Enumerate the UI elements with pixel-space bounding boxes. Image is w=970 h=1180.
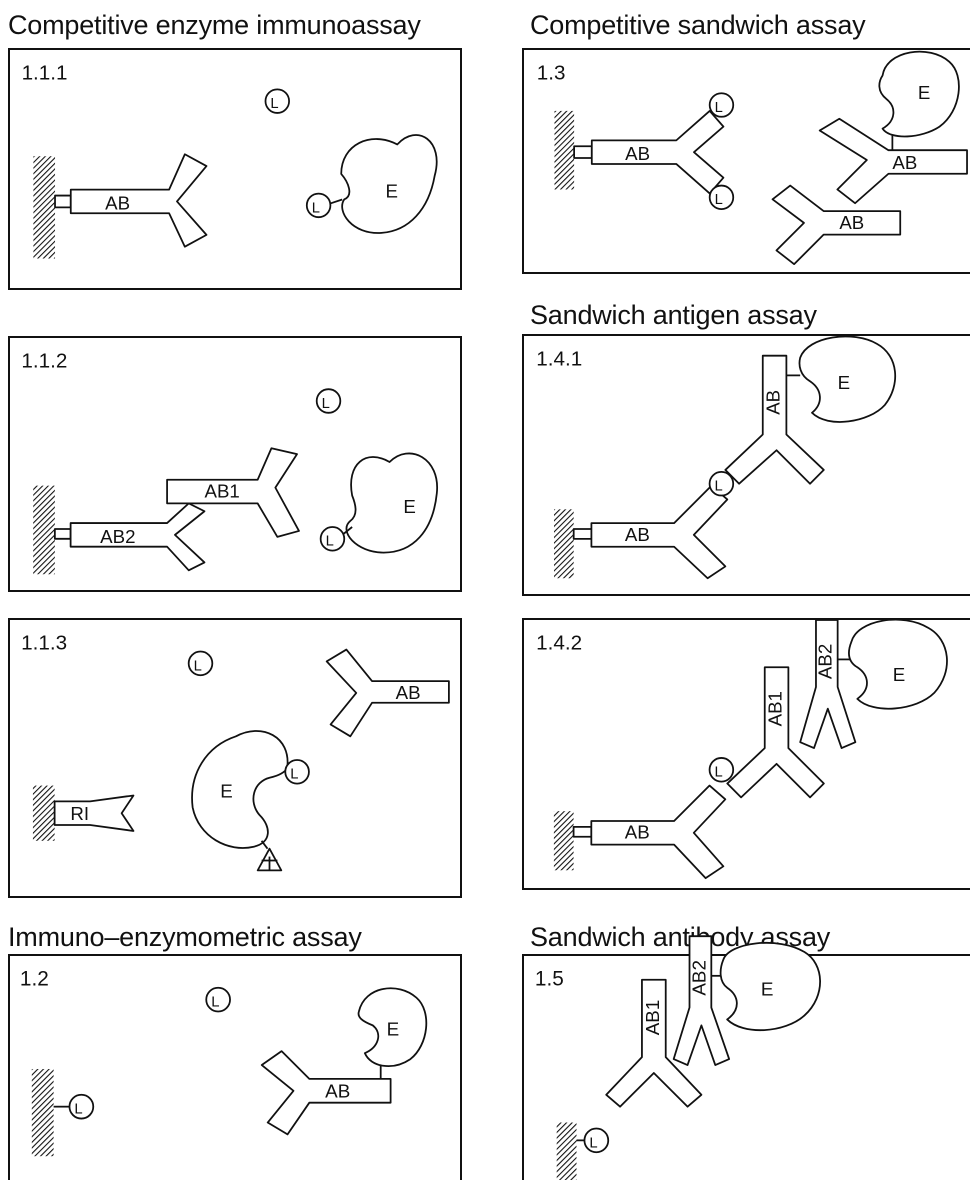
- section-title-sandwich-antigen-assay: Sandwich antigen assay: [530, 300, 817, 331]
- panel-number: 1.1.2: [21, 350, 67, 373]
- enzyme-labelled-antibody-2-icon: AB2 E: [800, 620, 947, 748]
- enzyme-ligand-conjugate-icon: E L: [321, 453, 437, 552]
- receptor-ri-icon: RI: [55, 795, 134, 830]
- enzyme-labelled-antibody-2-icon: AB2 E: [674, 936, 820, 1065]
- antibody-label: AB: [325, 1081, 350, 1102]
- enzyme-labelled-antibody-icon: AB E: [262, 988, 427, 1134]
- solid-phase-icon: [554, 811, 574, 870]
- free-ligand-icon: L: [189, 652, 213, 676]
- capture-antibody-icon: AB: [591, 786, 725, 879]
- ligand-label: L: [211, 995, 219, 1011]
- enzyme-label: E: [220, 780, 233, 801]
- panel-1-4-2: 1.4.2 AB L AB1 AB2 E: [522, 618, 970, 890]
- solid-phase-icon: [557, 1123, 577, 1180]
- ligand-label: L: [715, 479, 723, 495]
- antibody-label: AB: [396, 682, 421, 703]
- panel-1-1-1: 1.1.1 AB L E L: [8, 48, 462, 290]
- solid-phase-icon: [32, 1069, 54, 1156]
- antibody-label: AB2: [688, 960, 709, 996]
- ligand-label: L: [715, 192, 723, 208]
- ligand-label: L: [270, 96, 278, 112]
- solid-phase-icon: [554, 111, 574, 190]
- panel-number: 1.1.3: [21, 632, 67, 655]
- ligand-label: L: [194, 658, 202, 674]
- enzyme-label: E: [893, 664, 906, 685]
- panel-number: 1.4.1: [536, 348, 582, 371]
- panel-1-4-1: 1.4.1 AB L AB E: [522, 334, 970, 596]
- antibody-icon: AB L L: [592, 93, 733, 209]
- section-title-competitive-enzyme-immunoassay: Competitive enzyme immunoassay: [8, 10, 421, 41]
- panel-1-1-3: 1.1.3 RI L AB E L: [8, 618, 462, 898]
- antibody-label: AB2: [815, 644, 836, 679]
- bound-ligand-icon: L: [69, 1095, 93, 1119]
- linker-icon: [574, 827, 592, 837]
- ligand-label: L: [326, 534, 334, 550]
- panel-number: 1.5: [535, 968, 564, 991]
- antibody-label: AB: [625, 524, 650, 545]
- linker-icon: [55, 529, 71, 539]
- antibody-label: AB: [625, 822, 650, 843]
- enzyme-label: E: [403, 496, 415, 517]
- linker-icon: [574, 146, 592, 158]
- panel-number: 1.3: [537, 61, 566, 84]
- panel-number: 1.1.1: [22, 62, 68, 85]
- enzyme-labelled-antibody-icon: AB E: [725, 336, 895, 483]
- enzyme-label: E: [385, 181, 397, 202]
- antigen-ligand-icon: L: [710, 758, 734, 782]
- antibody-label: AB: [625, 143, 650, 164]
- free-ligand-icon: L: [206, 988, 230, 1012]
- antibody-icon: AB: [327, 650, 449, 737]
- panel-1-5: 1.5 L AB1 AB2 E: [522, 954, 970, 1180]
- panel-1-2: 1.2 L L AB E: [8, 954, 462, 1180]
- solid-phase-icon: [33, 156, 55, 258]
- antibody-label: AB1: [642, 1000, 663, 1036]
- capture-antibody-icon: AB: [591, 486, 727, 579]
- antibody-label: AB1: [204, 480, 239, 501]
- enzyme-ligand-conjugate-icon: E L: [307, 135, 437, 233]
- antibody-label: AB1: [764, 691, 785, 726]
- antibody-icon: AB: [71, 154, 207, 246]
- bound-ligand-icon: L: [584, 1128, 608, 1152]
- antibody-label: AB: [839, 212, 864, 233]
- section-title-immuno-enzymometric-assay: Immuno–enzymometric assay: [8, 922, 362, 953]
- antibody-label: AB2: [100, 526, 135, 547]
- solid-phase-icon: [554, 509, 574, 578]
- ligand-label: L: [290, 767, 298, 783]
- receptor-label: RI: [70, 803, 89, 824]
- enzyme-label: E: [838, 372, 850, 393]
- antibody-2-icon: AB2: [71, 503, 205, 570]
- panel-1-1-2: 1.1.2 AB2 AB1 L E L: [8, 336, 462, 592]
- ligand-label: L: [714, 765, 722, 781]
- free-ligand-icon: L: [265, 89, 289, 113]
- enzyme-label: E: [918, 82, 930, 103]
- antibody-label: AB: [105, 192, 130, 213]
- antibody-label: AB: [892, 152, 917, 173]
- antibody-label: AB: [762, 390, 783, 415]
- solid-phase-icon: [33, 786, 55, 841]
- linker-icon: [55, 196, 71, 208]
- ligand-label: L: [322, 396, 330, 412]
- solid-phase-icon: [33, 486, 55, 575]
- ligand-label: L: [715, 100, 723, 116]
- ligand-label: L: [312, 200, 320, 216]
- enzyme-label: E: [387, 1018, 400, 1039]
- panel-number: 1.2: [20, 968, 49, 991]
- free-ligand-icon: L: [317, 389, 341, 413]
- panel-number: 1.4.2: [536, 632, 582, 655]
- panel-1-3: 1.3 AB L L AB AB E: [522, 48, 970, 274]
- enzyme-labelled-antibody-icon: AB E: [820, 52, 967, 204]
- section-title-competitive-sandwich-assay: Competitive sandwich assay: [530, 10, 865, 41]
- ligand-label: L: [589, 1135, 597, 1151]
- free-antibody-icon: AB: [773, 186, 901, 265]
- enzyme-label: E: [761, 979, 774, 1000]
- linker-icon: [574, 529, 592, 539]
- ligand-label: L: [74, 1102, 82, 1118]
- enzyme-conjugate-icon: E L: [192, 731, 309, 870]
